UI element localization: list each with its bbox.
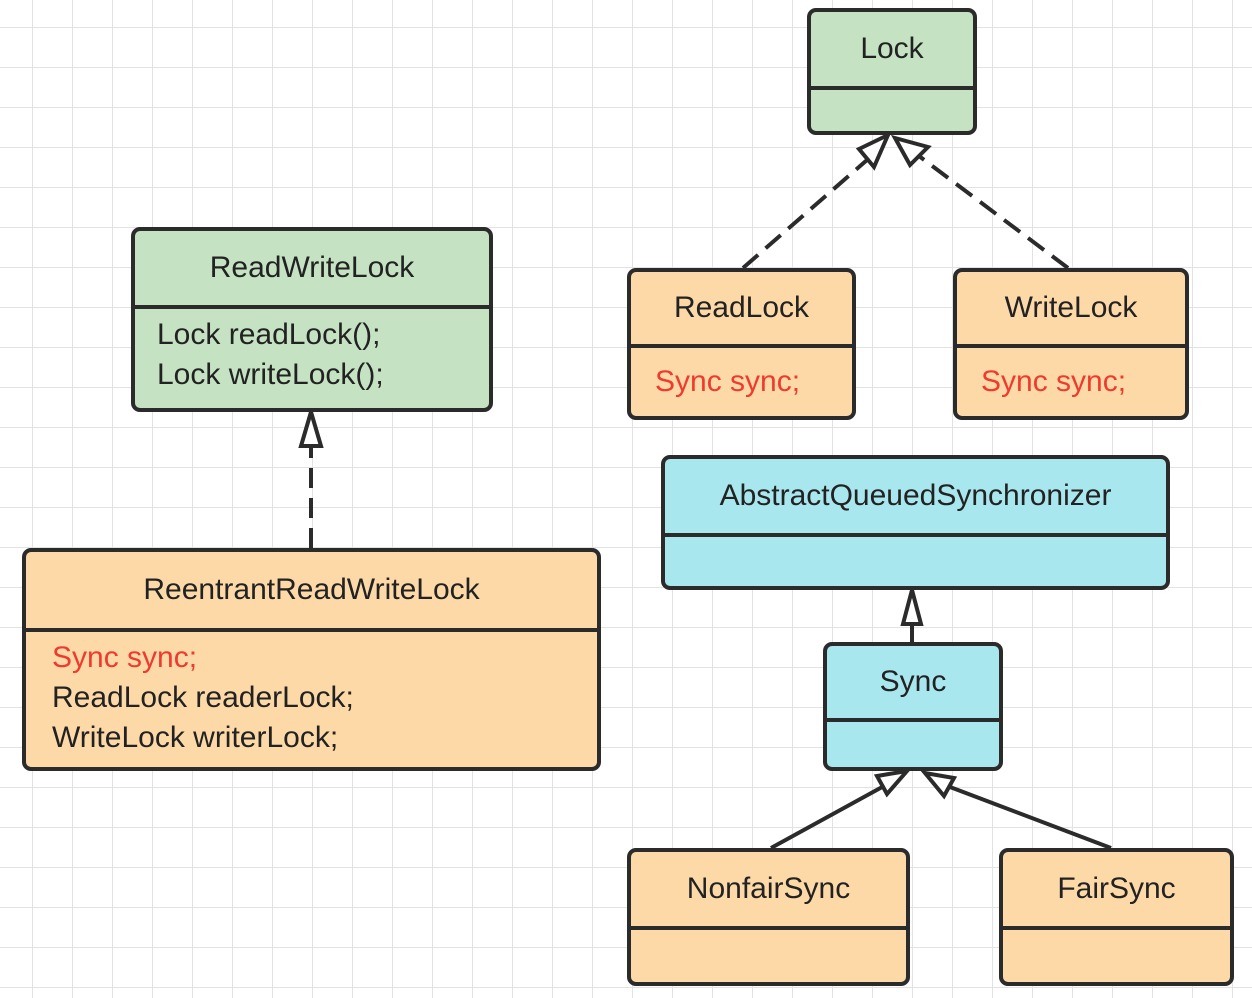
fairsync-title: FairSync xyxy=(1003,852,1230,930)
readwritelock-title: ReadWriteLock xyxy=(135,231,489,309)
writelock-box[interactable]: WriteLock Sync sync; xyxy=(953,268,1189,420)
arrowhead-lock-left xyxy=(855,130,892,171)
sync-box[interactable]: Sync xyxy=(823,642,1003,771)
member-sync-field: Sync sync; xyxy=(52,641,198,674)
arrowhead-sync-left xyxy=(873,768,913,798)
readlock-box[interactable]: ReadLock Sync sync; xyxy=(627,268,856,420)
member-writerlock-field: WriteLock writerLock; xyxy=(52,721,339,754)
edge-nonfair-to-sync xyxy=(770,784,885,850)
reentrantreadwritelock-title: ReentrantReadWriteLock xyxy=(26,552,597,632)
readlock-members: Sync sync; xyxy=(631,348,852,402)
readlock-sync-field: Sync sync; xyxy=(655,365,801,398)
nonfairsync-title: NonfairSync xyxy=(631,852,906,930)
member-writelock-method: Lock writeLock(); xyxy=(157,358,384,391)
writelock-title: WriteLock xyxy=(957,272,1185,348)
fairsync-members xyxy=(1003,930,1230,936)
arrowhead-rwlock xyxy=(298,404,324,448)
reentrantreadwritelock-members: Sync sync; ReadLock readerLock; WriteLoc… xyxy=(26,632,597,758)
aqs-members xyxy=(665,537,1166,543)
arrowhead-aqs xyxy=(900,582,924,626)
writelock-sync-field: Sync sync; xyxy=(981,365,1127,398)
aqs-title: AbstractQueuedSynchronizer xyxy=(665,459,1166,537)
lock-box[interactable]: Lock xyxy=(807,8,977,135)
readwritelock-members: Lock readLock(); Lock writeLock(); xyxy=(135,309,489,395)
writelock-members: Sync sync; xyxy=(957,348,1185,402)
aqs-box[interactable]: AbstractQueuedSynchronizer xyxy=(661,455,1170,590)
sync-members xyxy=(827,722,999,728)
edge-fair-to-sync xyxy=(949,785,1112,850)
arrowhead-sync-right xyxy=(920,770,958,800)
fairsync-box[interactable]: FairSync xyxy=(999,848,1234,986)
nonfairsync-box[interactable]: NonfairSync xyxy=(627,848,910,986)
sync-title: Sync xyxy=(827,646,999,722)
arrowhead-lock-right xyxy=(890,134,932,169)
lock-title: Lock xyxy=(811,12,973,90)
reentrantreadwritelock-box[interactable]: ReentrantReadWriteLock Sync sync; ReadLo… xyxy=(22,548,601,771)
readwritelock-box[interactable]: ReadWriteLock Lock readLock(); Lock writ… xyxy=(131,227,493,412)
edge-readlock-to-lock xyxy=(741,158,869,270)
edge-writelock-to-lock xyxy=(917,154,1070,270)
lock-members xyxy=(811,90,973,96)
member-readerlock-field: ReadLock readerLock; xyxy=(52,681,354,714)
readlock-title: ReadLock xyxy=(631,272,852,348)
member-readlock-method: Lock readLock(); xyxy=(157,318,381,351)
nonfairsync-members xyxy=(631,930,906,936)
